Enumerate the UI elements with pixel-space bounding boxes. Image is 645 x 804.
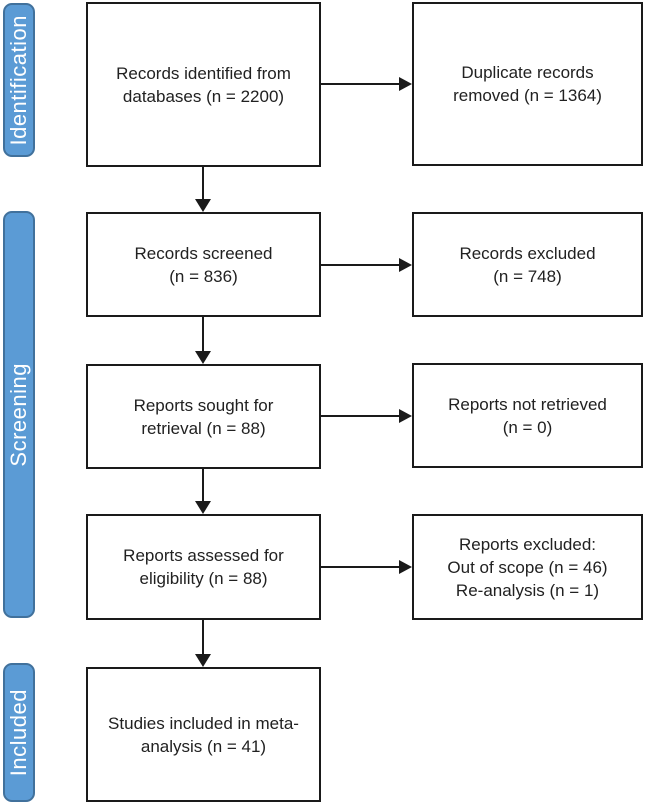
box-text-line: Reports not retrieved (448, 394, 607, 414)
arrow-shaft (321, 415, 401, 417)
box-text-line: (n = 0) (502, 417, 553, 437)
box-text-line: removed (n = 1364) (453, 86, 602, 105)
box-text-line: (n = 836) (169, 266, 238, 286)
arrow-down-icon (195, 351, 211, 364)
arrow-right-icon (399, 258, 412, 272)
arrow-down-icon (195, 501, 211, 514)
box-text-line: analysis (n = 41) (140, 736, 267, 756)
arrow-assessed-to-included (195, 620, 211, 667)
arrow-shaft (202, 167, 204, 201)
box-text-line: Reports sought for (133, 395, 274, 415)
stage-label-text: Included (6, 688, 31, 777)
box-text-line: Out of scope (n = 46) (447, 557, 608, 577)
arrow-right-icon (399, 560, 412, 574)
box-text-line: Reports excluded: (458, 534, 597, 554)
arrow-shaft (202, 469, 204, 503)
arrow-right-icon (399, 409, 412, 423)
arrow-sought-to-not-retrieved (321, 409, 412, 423)
arrow-right-icon (399, 77, 412, 91)
stage-label-text: Screening (6, 362, 31, 467)
box-text-line: Records screened (134, 243, 273, 263)
box-text-line: Studies included in meta- (108, 713, 299, 733)
box-text-line: Re-analysis (n = 1) (455, 580, 600, 600)
box-text-line: retrieval (n = 88) (141, 418, 266, 438)
arrow-identified-to-screened (195, 167, 211, 212)
stage-label-included: Included (3, 663, 35, 802)
box-records-excluded: Records excluded (n = 748) (412, 212, 643, 317)
arrow-shaft (321, 566, 401, 568)
box-records-screened: Records screened (n = 836) (86, 212, 321, 317)
arrow-shaft (321, 83, 401, 85)
box-text-line: (n = 748) (493, 266, 562, 286)
arrow-down-icon (195, 199, 211, 212)
arrow-shaft (202, 317, 204, 353)
box-text-line: databases (n = 2200) (122, 86, 285, 106)
box-text-line: eligibility (n = 88) (139, 569, 268, 588)
box-text-line: Duplicate records (461, 63, 594, 82)
box-reports-not-retrieved: Reports not retrieved (n = 0) (412, 363, 643, 468)
box-records-identified: Records identified from databases (n = 2… (86, 2, 321, 167)
box-text-line: Records excluded (459, 243, 596, 263)
arrow-shaft (202, 620, 204, 656)
arrow-screened-to-sought (195, 317, 211, 364)
box-duplicates-removed: Duplicate records removed (n = 1364) (412, 2, 643, 166)
arrow-assessed-to-excluded (321, 560, 412, 574)
box-reports-assessed: Reports assessed for eligibility (n = 88… (86, 514, 321, 620)
box-text-line: Reports assessed for (123, 546, 284, 565)
stage-label-identification: Identification (3, 3, 35, 157)
arrow-screened-to-excluded (321, 258, 412, 272)
stage-label-text: Identification (6, 14, 31, 146)
stage-label-screening: Screening (3, 211, 35, 618)
box-reports-excluded: Reports excluded: Out of scope (n = 46) … (412, 514, 643, 620)
box-text-line: Records identified from (116, 63, 291, 83)
arrow-shaft (321, 264, 401, 266)
box-studies-included: Studies included in meta- analysis (n = … (86, 667, 321, 802)
arrow-down-icon (195, 654, 211, 667)
box-reports-sought: Reports sought for retrieval (n = 88) (86, 364, 321, 469)
arrow-sought-to-assessed (195, 469, 211, 514)
arrow-identified-to-duplicates (321, 77, 412, 91)
